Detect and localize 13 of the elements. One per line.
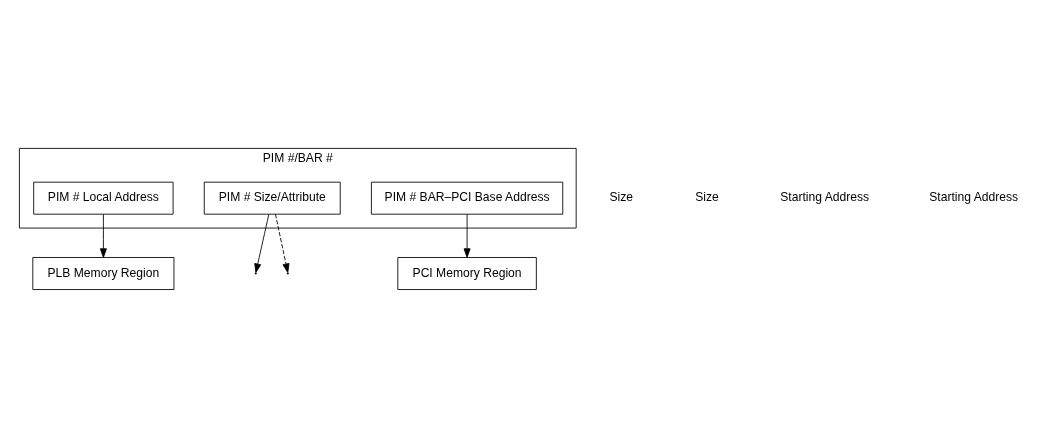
node-box: PCI Memory Region <box>397 257 537 290</box>
node-box: PIM # BAR–PCI Base Address <box>370 181 564 215</box>
label: Starting Address <box>780 190 870 205</box>
label: Size <box>695 190 719 205</box>
node-box: PIM # Size/Attribute <box>203 181 341 215</box>
arrow <box>99 213 107 258</box>
label: Starting Address <box>929 190 1019 205</box>
label: Size <box>609 190 633 205</box>
node-box: PLB Memory Region <box>32 257 175 290</box>
node-box: PIM # Local Address <box>33 181 174 215</box>
arrow <box>463 213 471 258</box>
arrow <box>275 213 290 273</box>
arrow <box>254 213 270 273</box>
